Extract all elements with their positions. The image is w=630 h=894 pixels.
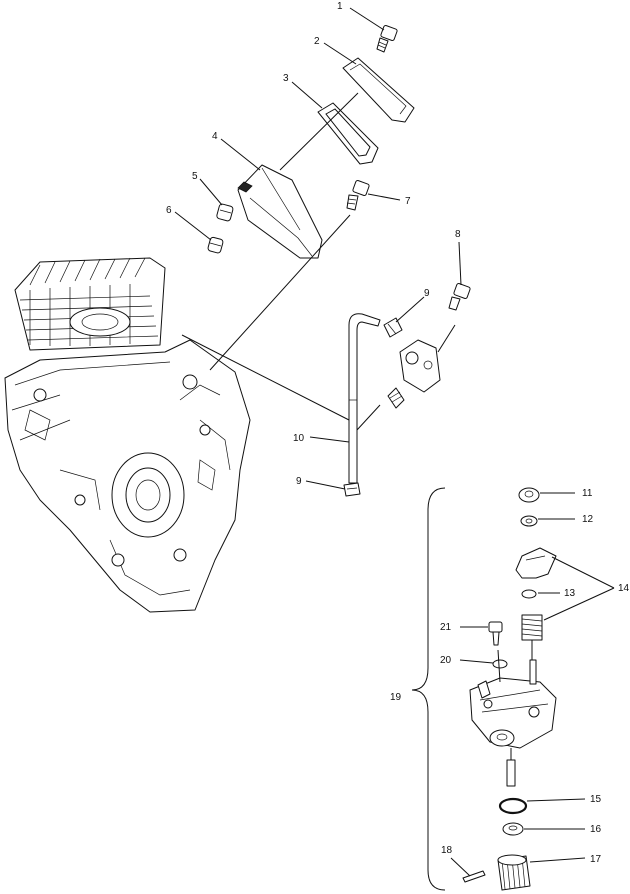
part-16-washer [502,822,524,836]
callout-18: 18 [441,845,453,856]
cylinder-fins [14,257,166,351]
part-17-gear [497,854,531,891]
part-2-plate [342,57,415,123]
part-15-o-ring [498,797,528,815]
callout-15: 15 [590,794,602,805]
callout-13: 13 [564,588,576,599]
part-5-fitting [216,203,234,222]
part-19-shaft [506,759,516,787]
callout-9-upper: 9 [424,288,430,299]
part-19-pump-body [469,659,557,749]
bracket-19 [411,487,446,891]
part-11-nut [518,487,540,503]
callout-7: 7 [405,196,411,207]
part-9-clamp-upper [383,317,403,338]
leader-lines [174,7,615,877]
part-14-spring [521,614,543,641]
oil-pump-mounted [387,339,441,409]
part-20-washer [492,659,508,669]
part-7-banjo-bolt [346,180,370,211]
part-1-bolt [376,25,398,53]
part-21-screw [488,621,503,646]
part-6-fitting [207,236,224,254]
callout-3: 3 [283,73,289,84]
part-13-washer [521,589,537,599]
callout-10: 10 [293,433,305,444]
engine-block [4,257,251,613]
callout-21: 21 [440,622,452,633]
part-10-hose [348,313,381,484]
callout-11: 11 [582,488,593,499]
callout-9-lower: 9 [296,476,302,487]
callout-12: 12 [582,514,594,525]
part-12-washer [520,515,538,527]
part-14-lever [515,547,557,579]
callout-5: 5 [192,171,198,182]
callout-16: 16 [590,824,602,835]
part-9-clamp-lower [343,482,361,497]
callout-4: 4 [212,131,218,142]
callout-labels: 1 2 3 4 5 6 7 8 9 10 9 11 12 13 14 21 20… [166,1,630,865]
part-18-pin [462,870,486,883]
callout-6: 6 [166,205,172,216]
crankcase [4,339,251,613]
callout-17: 17 [590,854,602,865]
callout-19: 19 [390,692,402,703]
callout-2: 2 [314,36,320,47]
part-3-gasket [317,102,379,165]
callout-20: 20 [440,655,452,666]
callout-1: 1 [337,1,343,12]
callout-14: 14 [618,583,630,594]
part-8-bolt [448,283,471,311]
part-4-cover [237,164,323,259]
callout-8: 8 [455,229,461,240]
